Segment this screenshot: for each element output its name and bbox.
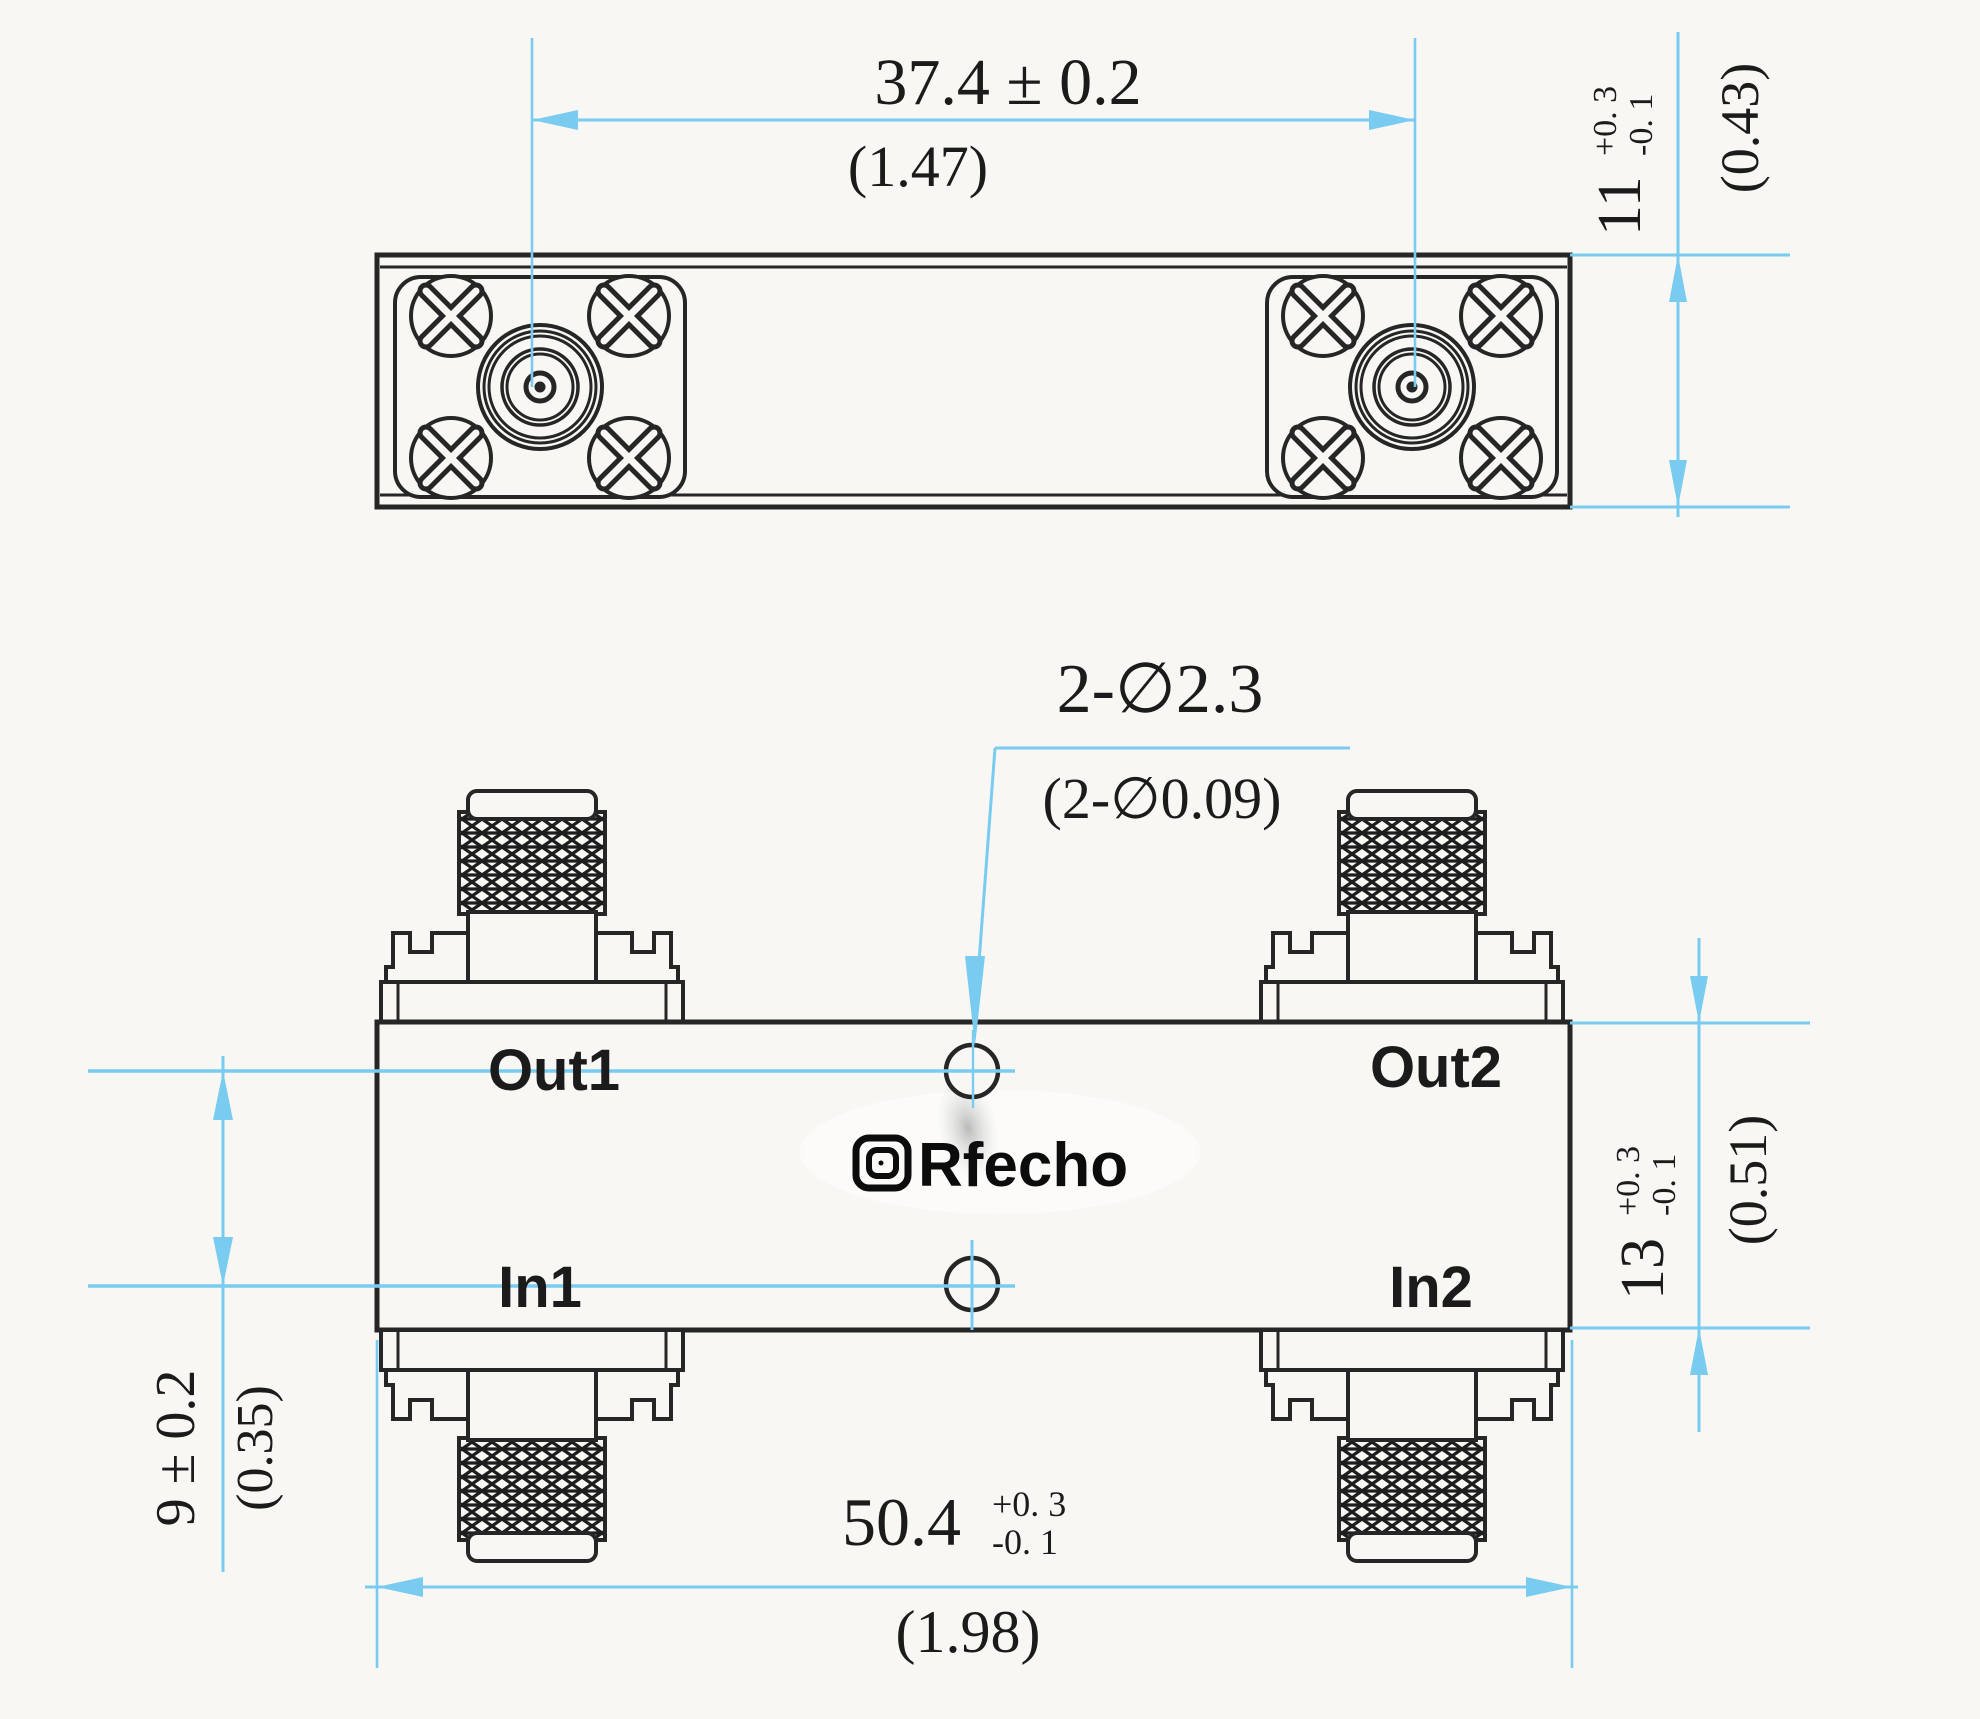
svg-text:(0.43): (0.43)	[1710, 63, 1770, 193]
sma-connector-bottom-left	[381, 1330, 683, 1561]
svg-text:-0. 1: -0. 1	[1646, 1154, 1683, 1216]
sma-flange-face-left	[395, 276, 685, 498]
arrow-13-top	[1690, 976, 1708, 1023]
dim-text-spacing: 37.4 ± 0.2	[874, 46, 1141, 119]
sma-flange-face-right	[1267, 276, 1557, 498]
sma-connector-top-right	[1259, 789, 1565, 1024]
arrow-11-bottom	[1669, 460, 1687, 507]
dimension-texts: 37.4 ± 0.2 (1.47) 11 +0. 3 -0. 1 (0.43) …	[145, 46, 1778, 1665]
dim-text-length-minus: -0. 1	[992, 1522, 1058, 1562]
dim-text-length-inch: (1.98)	[896, 1599, 1041, 1665]
dimension-arrowheads	[213, 110, 1708, 1597]
sma-connector-bottom-right	[1261, 1330, 1563, 1561]
arrow-9-top	[213, 1071, 233, 1120]
ext-lines-37-4	[530, 38, 1417, 387]
dim-text-hole-callout: 2-∅2.3	[1057, 651, 1264, 728]
watermark-text: Rfecho	[918, 1131, 1128, 1200]
dim-text-hole-inch: (2-∅0.09)	[1043, 766, 1282, 831]
arrow-11-top	[1669, 255, 1687, 302]
dim-text-pitch-inch: (0.35)	[227, 1385, 284, 1511]
ext-lines-50-4	[375, 1340, 1574, 1668]
ext-lines-13	[1570, 1021, 1810, 1330]
arrow-hole-leader	[965, 956, 985, 1046]
port-labels: Out1 Out2 In1 In2	[488, 1035, 1502, 1320]
arrow-37-4-left	[532, 110, 578, 130]
port-label-out1: Out1	[488, 1038, 620, 1103]
dim-text-height-top-inch: (0.43)	[1710, 63, 1770, 193]
svg-text:11: 11	[1586, 176, 1654, 236]
svg-text:(0.35): (0.35)	[227, 1385, 284, 1511]
dim-text-length: 50.4	[842, 1484, 961, 1560]
arrow-9-bottom	[213, 1237, 233, 1286]
svg-text:9 ± 0.2: 9 ± 0.2	[145, 1370, 207, 1527]
svg-text:13: 13	[1609, 1238, 1677, 1300]
dimension-linework	[88, 32, 1810, 1668]
dim-text-height-front: 13 +0. 3 -0. 1	[1609, 1146, 1683, 1300]
svg-text:+0. 3: +0. 3	[1610, 1146, 1647, 1216]
dim-text-pitch: 9 ± 0.2	[145, 1370, 207, 1527]
port-label-out2: Out2	[1370, 1035, 1502, 1100]
port-label-in1: In1	[498, 1255, 582, 1320]
arrow-37-4-right	[1369, 110, 1415, 130]
arrow-50-4-left	[377, 1577, 423, 1597]
dim-text-height-front-inch: (0.51)	[1718, 1115, 1778, 1245]
dim-text-length-plus: +0. 3	[992, 1484, 1066, 1524]
rfecho-logo-icon	[852, 1134, 912, 1192]
port-label-in2: In2	[1389, 1255, 1473, 1320]
svg-text:(0.51): (0.51)	[1718, 1115, 1778, 1245]
arrow-13-bottom	[1690, 1328, 1708, 1375]
top-view	[374, 252, 1573, 510]
front-view	[374, 789, 1573, 1561]
svg-text:-0. 1: -0. 1	[1623, 94, 1660, 156]
watermark-halo	[800, 1090, 1200, 1214]
svg-text:+0. 3: +0. 3	[1587, 86, 1624, 156]
dim-text-height-top: 11 +0. 3 -0. 1	[1586, 86, 1660, 236]
arrow-50-4-right	[1526, 1577, 1572, 1597]
sma-connector-top-left	[379, 789, 685, 1024]
watermark: Rfecho	[852, 1131, 1128, 1200]
dim-text-spacing-inch: (1.47)	[848, 134, 988, 199]
ext-lines-11	[1570, 253, 1790, 509]
